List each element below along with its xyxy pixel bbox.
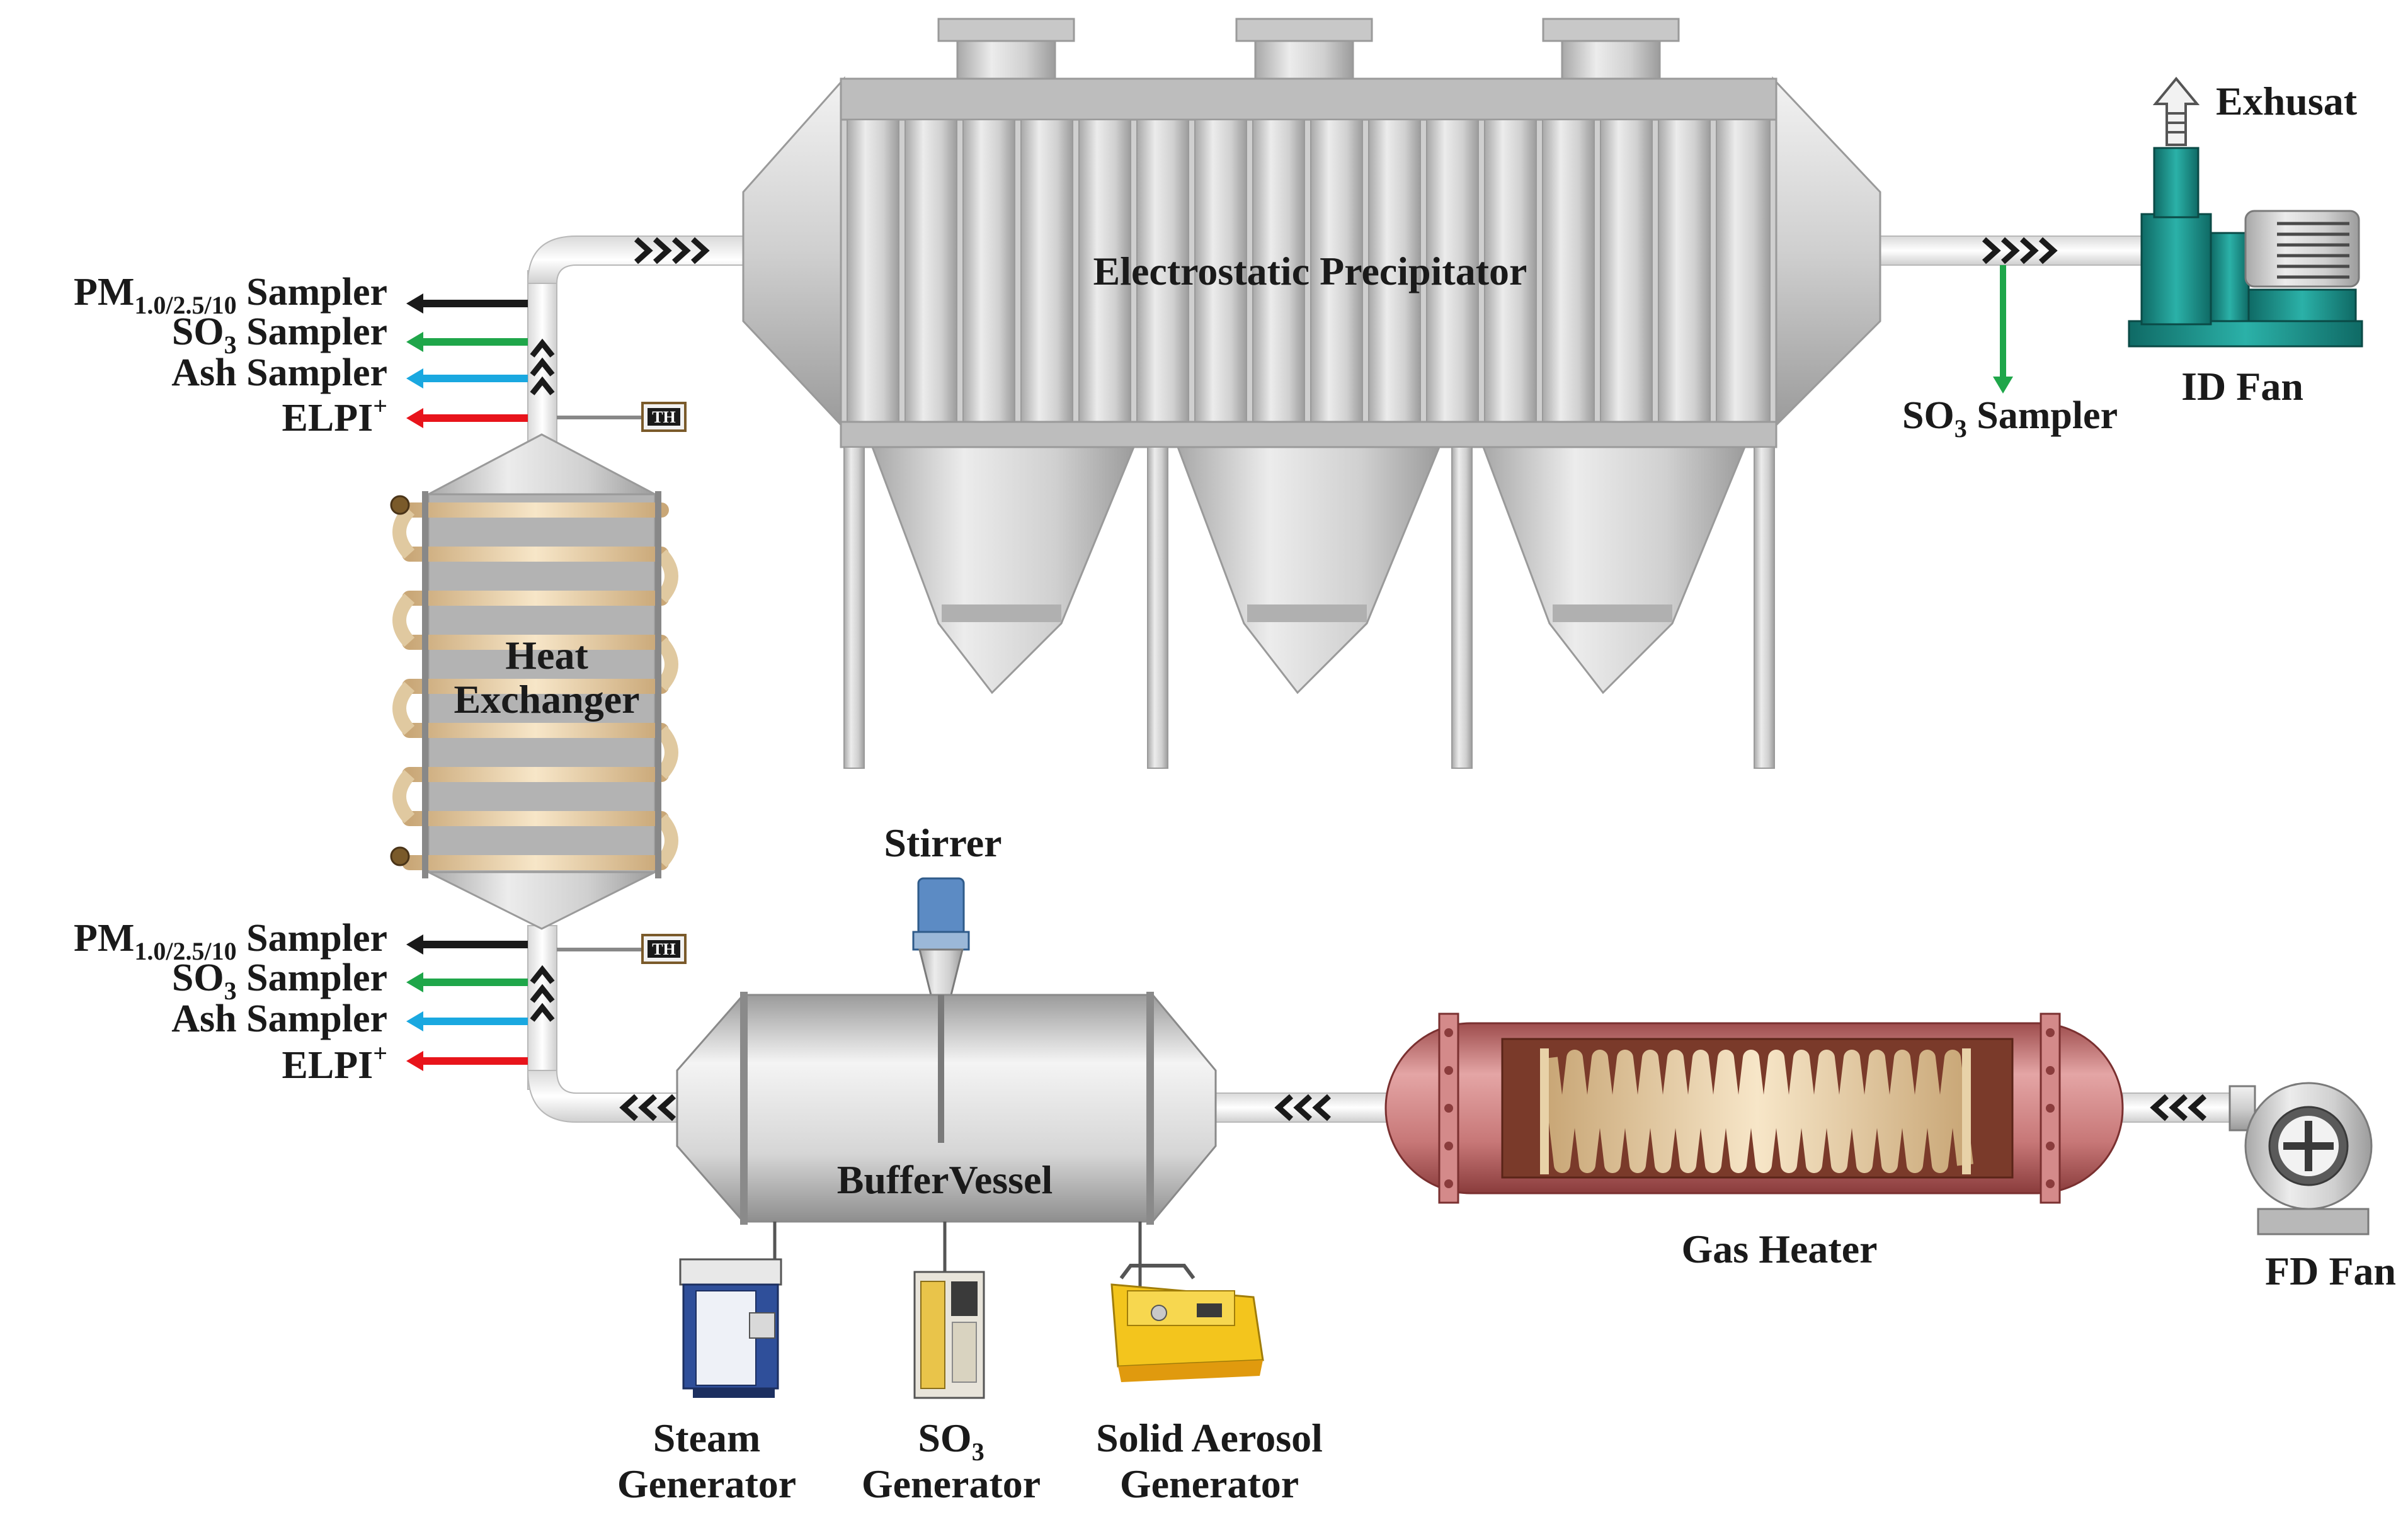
- lower-so3-sampler-label: SO3 Sampler: [172, 956, 387, 1005]
- id-fan-label: ID Fan: [2181, 364, 2303, 409]
- lower-pm-sampler-label: PM1.0/2.5/10 Sampler: [74, 917, 387, 965]
- steam-generator-label-line1: Steam: [653, 1416, 761, 1460]
- fd-fan: FD Fan: [2228, 1082, 2396, 1293]
- upper-sampler-group: PM1.0/2.5/10 Sampler SO3 Sampler Ash Sam…: [74, 271, 528, 440]
- heat-exchanger-label-line2: Exchanger: [454, 677, 639, 722]
- lower-elpi-label: ELPI+: [282, 1039, 387, 1087]
- gas-heater: Gas Heater: [1384, 1013, 2124, 1271]
- so3-generator: SO3 Generator: [862, 1271, 1041, 1506]
- outlet-so3-sampler-label: SO3 Sampler: [1902, 394, 2118, 443]
- flow-chevron-icon: [530, 237, 2207, 1121]
- gas-heater-label: Gas Heater: [1682, 1227, 1878, 1271]
- upper-pm-sampler-label: PM1.0/2.5/10 Sampler: [74, 271, 387, 319]
- electrostatic-precipitator: Electrostatic Precipitator: [742, 18, 1881, 769]
- exhaust-label: Exhusat: [2216, 79, 2358, 123]
- lower-sampler-group: PM1.0/2.5/10 Sampler SO3 Sampler Ash Sam…: [74, 917, 528, 1087]
- buffer-vessel-label: BufferVessel: [837, 1157, 1053, 1202]
- th-sensor-icon: TH TH: [557, 402, 687, 964]
- upper-so3-sampler-label: SO3 Sampler: [172, 310, 387, 359]
- solid-aerosol-generator: Solid Aerosol Generator: [1096, 1264, 1323, 1506]
- stirrer-label: Stirrer: [884, 820, 1001, 865]
- fd-fan-label: FD Fan: [2265, 1249, 2396, 1293]
- upper-elpi-label: ELPI+: [282, 392, 387, 440]
- buffer-vessel: BufferVessel: [676, 992, 1217, 1291]
- so3-generator-label-line1: SO3: [918, 1416, 984, 1466]
- steam-generator-label-line2: Generator: [617, 1461, 796, 1506]
- exhaust-arrow-icon: [2152, 76, 2200, 146]
- lower-ash-sampler-label: Ash Sampler: [171, 997, 387, 1040]
- th-sensor-lower-label: TH: [652, 940, 676, 958]
- heat-exchanger: Heat Exchanger: [390, 433, 678, 930]
- outlet-so3-sampler: SO3 Sampler: [1902, 265, 2118, 443]
- heat-exchanger-label-line1: Heat: [505, 633, 588, 678]
- so3-generator-label-line2: Generator: [862, 1461, 1041, 1506]
- aerosol-generator-label-line2: Generator: [1120, 1461, 1299, 1506]
- steam-generator: Steam Generator: [617, 1258, 796, 1506]
- aerosol-generator-label-line1: Solid Aerosol: [1096, 1416, 1323, 1460]
- upper-ash-sampler-label: Ash Sampler: [171, 351, 387, 394]
- id-fan: Exhusat ID Fan: [2128, 76, 2363, 409]
- esp-label: Electrostatic Precipitator: [1093, 249, 1527, 293]
- th-sensor-upper-label: TH: [652, 408, 676, 426]
